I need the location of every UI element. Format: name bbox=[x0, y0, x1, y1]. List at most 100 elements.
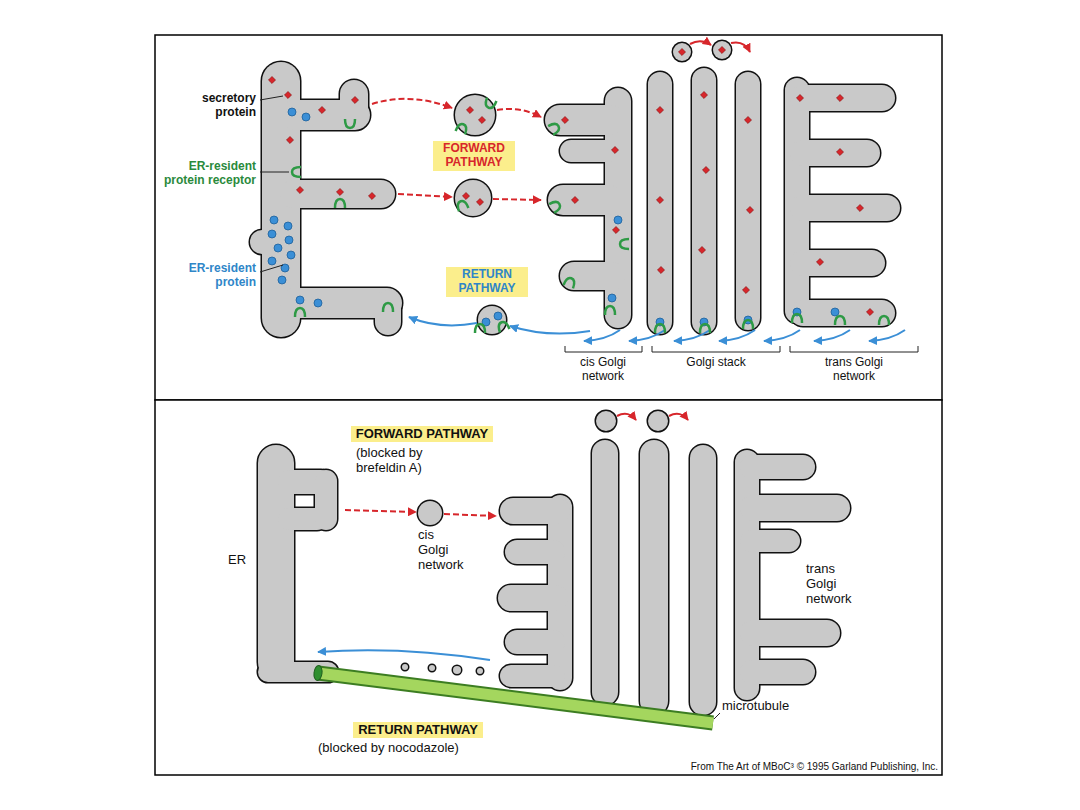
er-membrane-part bbox=[315, 470, 337, 530]
label-box: secretory protein bbox=[178, 92, 256, 120]
er-resident-protein-symbol bbox=[494, 312, 502, 320]
golgi-cisterna-part bbox=[640, 440, 668, 715]
tubule-fragment-part bbox=[477, 668, 483, 674]
secretory-protein-symbol bbox=[866, 308, 873, 315]
golgi-cisterna-part bbox=[592, 440, 618, 705]
secretory-vesicle-part bbox=[596, 411, 616, 431]
return-arrow bbox=[629, 330, 665, 341]
label-box: From The Art of MBoC³ © 1995 Garland Pub… bbox=[691, 761, 938, 773]
text-label: (blocked by brefeldin A) bbox=[356, 446, 448, 476]
er-membrane bbox=[258, 445, 338, 682]
trans-golgi-cisterna-part bbox=[790, 140, 880, 166]
receptor-symbol bbox=[548, 122, 561, 135]
bracket bbox=[565, 346, 642, 352]
golgi-cisterna bbox=[592, 440, 618, 705]
secretory-protein-symbol bbox=[816, 258, 823, 265]
trans-golgi-cisterna-part bbox=[790, 195, 900, 221]
cis-golgi-cisterna-part bbox=[505, 540, 565, 564]
pathway-box: RETURN PATHWAY bbox=[446, 267, 528, 297]
text-label: ER bbox=[228, 553, 252, 568]
cis-golgi-cisterna-part bbox=[498, 585, 568, 611]
label-box: Golgi stack bbox=[666, 356, 766, 370]
secretory-protein-symbol bbox=[742, 286, 749, 293]
cis-golgi-cisterna-part bbox=[505, 630, 565, 654]
secretory-vesicle-part bbox=[673, 43, 691, 61]
trans-golgi-cisterna-part bbox=[790, 85, 895, 111]
secretory-protein-symbol bbox=[656, 196, 663, 203]
cis-golgi-cisterna-part bbox=[500, 498, 570, 524]
receptor-symbol bbox=[620, 239, 629, 249]
receptor-symbol bbox=[335, 199, 345, 208]
receptor-symbol bbox=[497, 321, 509, 333]
text-label: trans Golgi network bbox=[806, 562, 854, 607]
golgi-cisterna-part bbox=[736, 72, 760, 330]
secretory-protein-symbol bbox=[476, 198, 483, 205]
trans-golgi-cisterna-part bbox=[790, 300, 895, 326]
receptor-symbol bbox=[792, 314, 802, 323]
secretory-protein-symbol bbox=[718, 46, 725, 53]
forward-arrow bbox=[345, 510, 416, 512]
forward-arrow bbox=[398, 194, 452, 197]
forward-arrow bbox=[731, 42, 750, 52]
tubule-fragment-part bbox=[402, 664, 408, 670]
secretory-protein-symbol bbox=[466, 106, 473, 113]
transport-vesicle-part bbox=[455, 180, 491, 216]
label-box: cis Golgi network bbox=[418, 528, 466, 573]
golgi-cisterna-part bbox=[592, 440, 618, 705]
leader-line bbox=[714, 713, 720, 719]
trans-golgi-cisterna-part bbox=[740, 495, 850, 521]
panel-frame bbox=[155, 35, 942, 400]
golgi-cisterna-part bbox=[648, 72, 672, 334]
receptor-symbol bbox=[456, 123, 468, 135]
secretory-vesicle bbox=[648, 411, 668, 431]
panel-frame bbox=[155, 400, 942, 775]
receptor-symbol bbox=[292, 167, 301, 177]
forward-arrow bbox=[493, 199, 541, 200]
cis-golgi-cisterna-part bbox=[498, 585, 568, 611]
er-membrane-part bbox=[375, 290, 401, 335]
receptor-symbol bbox=[605, 306, 615, 315]
receptor-symbol bbox=[475, 324, 485, 333]
er-resident-protein-symbol bbox=[608, 294, 616, 302]
secretory-protein-symbol bbox=[336, 188, 343, 195]
secretory-vesicle bbox=[596, 411, 616, 431]
cis-golgi-cisterna bbox=[498, 495, 572, 690]
trans-golgi-cisterna-part bbox=[790, 85, 895, 111]
golgi-cisterna-part bbox=[736, 72, 760, 330]
forward-arrow bbox=[617, 414, 636, 420]
er-resident-protein-symbol bbox=[287, 251, 295, 259]
er-resident-protein-symbol bbox=[314, 299, 322, 307]
return-arrow bbox=[719, 330, 755, 341]
label-box: microtubule bbox=[722, 699, 789, 714]
text-label: (blocked by nocodazole) bbox=[318, 741, 459, 756]
cis-golgi-cisterna-part bbox=[548, 185, 623, 215]
golgi-cisterna-part bbox=[690, 445, 716, 715]
bracket bbox=[790, 346, 918, 352]
label-box: trans Golgi network bbox=[814, 356, 894, 384]
er-resident-protein-symbol bbox=[268, 257, 276, 265]
secretory-protein-symbol bbox=[612, 226, 619, 233]
label-box: ER-resident protein bbox=[160, 262, 256, 290]
text-label: ER-resident protein receptor bbox=[160, 160, 256, 188]
transport-vesicle bbox=[418, 501, 442, 525]
text-label: From The Art of MBoC³ © 1995 Garland Pub… bbox=[691, 761, 938, 773]
golgi-cisterna-part bbox=[692, 68, 716, 334]
tubule-fragment-part bbox=[477, 668, 483, 674]
trans-golgi-cisterna-part bbox=[790, 140, 880, 166]
er-resident-protein-symbol bbox=[302, 113, 310, 121]
return-arrow bbox=[814, 330, 850, 341]
secretory-vesicle-part bbox=[673, 43, 691, 61]
cis-golgi-cisterna-part bbox=[500, 665, 565, 687]
secretory-protein-symbol bbox=[351, 96, 358, 103]
cis-golgi-cisterna-part bbox=[505, 630, 565, 654]
tubule-fragment bbox=[429, 665, 435, 671]
text-label: cis Golgi network bbox=[418, 528, 466, 573]
leader-line bbox=[260, 265, 283, 272]
tubule-fragment-part bbox=[453, 666, 461, 674]
microtubule-end bbox=[313, 665, 323, 681]
cis-golgi-cisterna-part bbox=[560, 262, 625, 290]
secretory-protein-symbol bbox=[836, 148, 843, 155]
secretory-protein-symbol bbox=[561, 116, 568, 123]
golgi-cisterna-part bbox=[690, 445, 716, 715]
